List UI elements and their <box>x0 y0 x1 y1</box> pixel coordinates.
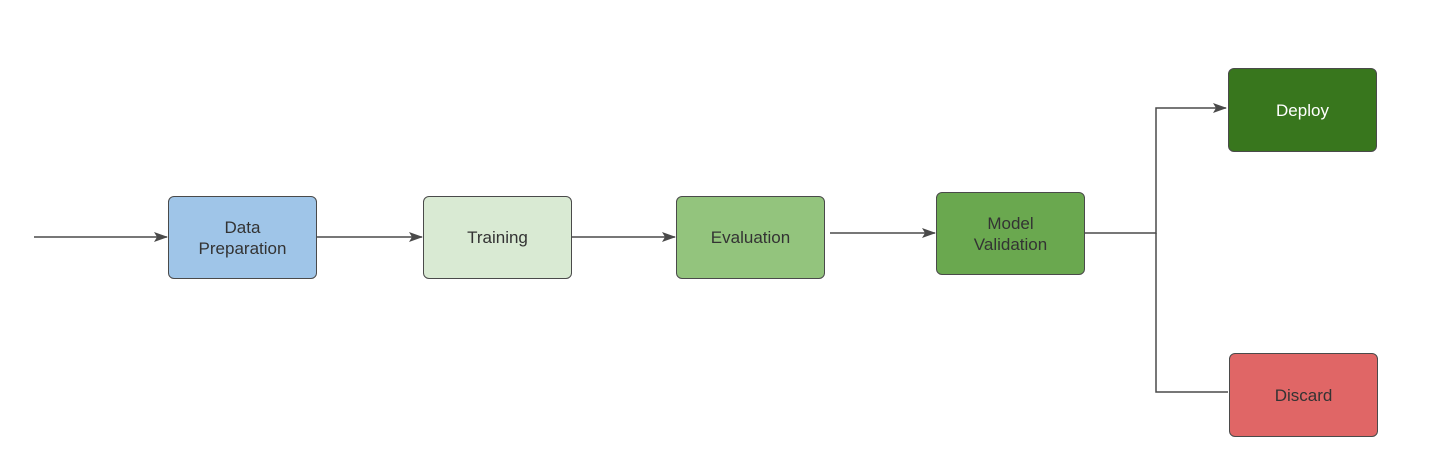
evaluation-label: Evaluation <box>710 228 791 247</box>
deploy-label: Deploy <box>1276 100 1329 120</box>
model-validation-label: Model Validation <box>973 213 1048 254</box>
discard-label: Discard <box>1274 385 1333 405</box>
discard-node[interactable]: Discard <box>1229 353 1378 437</box>
data-preparation-node[interactable]: Data Preparation <box>168 196 317 279</box>
edge-model-validation-to-discard <box>1155 233 1228 393</box>
training-node[interactable]: Training <box>423 196 572 279</box>
edge-model-validation-to-deploy <box>1085 103 1227 234</box>
deploy-node[interactable]: Deploy <box>1228 68 1377 152</box>
model-validation-node[interactable]: Model Validation <box>936 192 1085 275</box>
training-label: Training <box>467 228 528 247</box>
data-preparation-label: Data Preparation <box>198 217 287 258</box>
evaluation-node[interactable]: Evaluation <box>676 196 825 279</box>
